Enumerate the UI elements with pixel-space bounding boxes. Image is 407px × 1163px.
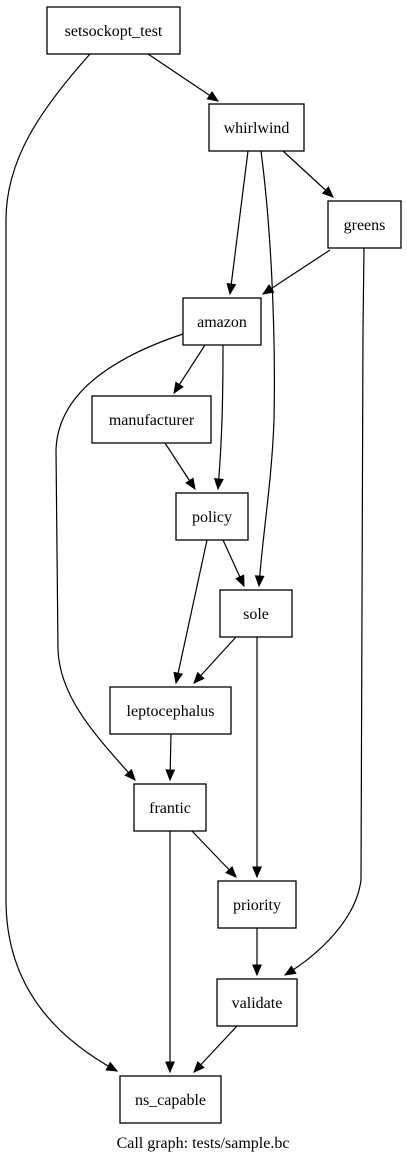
edge-amazon-to-manufacturer xyxy=(173,344,206,395)
node-box[interactable] xyxy=(91,395,212,444)
edge-line xyxy=(229,150,249,295)
edge-line xyxy=(147,53,219,102)
arrowhead xyxy=(213,478,224,491)
edge-whirlwind-to-greens xyxy=(282,150,334,198)
edge-line xyxy=(217,344,224,490)
node-label: sole xyxy=(243,606,269,623)
arrowhead xyxy=(165,769,176,782)
edge-manufacturer-to-policy xyxy=(164,442,196,491)
node-box[interactable] xyxy=(175,492,249,541)
edge-setsockopt_test-to-ns_capable xyxy=(5,53,119,1072)
arrowhead xyxy=(235,574,245,588)
edge-whirlwind-to-amazon xyxy=(226,150,249,296)
edge-sole-to-leptocephalus xyxy=(193,636,237,684)
arrowhead xyxy=(165,1061,175,1074)
node-box[interactable] xyxy=(182,297,262,346)
node-box[interactable] xyxy=(119,1075,222,1124)
node-sole[interactable]: sole xyxy=(219,589,293,638)
arrowhead xyxy=(283,965,297,976)
arrowhead xyxy=(226,282,237,296)
edge-line xyxy=(191,830,237,878)
edge-priority-to-validate xyxy=(252,928,262,977)
edge-line xyxy=(258,150,275,587)
edge-whirlwind-to-sole xyxy=(254,150,275,588)
node-box[interactable] xyxy=(217,880,297,929)
node-label: validate xyxy=(232,995,283,1012)
node-label: whirlwind xyxy=(224,120,290,137)
edge-line xyxy=(284,247,365,976)
edges-layer xyxy=(5,53,365,1074)
node-policy[interactable]: policy xyxy=(175,492,249,541)
arrowhead xyxy=(105,1061,119,1072)
edge-line xyxy=(175,539,208,684)
edge-amazon-to-policy xyxy=(213,344,224,491)
edge-frantic-to-ns_capable xyxy=(165,831,175,1074)
arrowhead xyxy=(193,671,205,684)
node-frantic[interactable]: frantic xyxy=(133,783,207,832)
edge-policy-to-leptocephalus xyxy=(173,539,208,685)
node-leptocephalus[interactable]: leptocephalus xyxy=(109,686,232,735)
node-label: frantic xyxy=(149,800,191,817)
edge-amazon-to-frantic xyxy=(55,333,184,781)
node-box[interactable] xyxy=(327,200,402,249)
node-label: amazon xyxy=(197,314,247,331)
edge-policy-to-sole xyxy=(222,539,245,588)
arrowhead xyxy=(173,381,184,395)
node-box[interactable] xyxy=(109,686,232,735)
node-ns_capable[interactable]: ns_capable xyxy=(119,1075,222,1124)
node-label: policy xyxy=(192,509,232,526)
node-label: leptocephalus xyxy=(127,703,215,720)
node-box[interactable] xyxy=(219,589,293,638)
node-whirlwind[interactable]: whirlwind xyxy=(208,103,305,152)
edge-validate-to-ns_capable xyxy=(193,1025,238,1073)
node-label: greens xyxy=(344,217,386,234)
node-box[interactable] xyxy=(46,6,181,55)
edge-greens-to-validate xyxy=(283,247,365,976)
edge-leptocephalus-to-frantic xyxy=(165,733,176,782)
arrowhead xyxy=(193,1060,205,1073)
arrowhead xyxy=(225,865,237,878)
graph-caption: Call graph: tests/sample.bc xyxy=(117,1135,290,1152)
node-priority[interactable]: priority xyxy=(217,880,297,929)
node-box[interactable] xyxy=(133,783,207,832)
arrowhead xyxy=(206,91,220,102)
arrowhead xyxy=(173,671,184,685)
edge-sole-to-priority xyxy=(252,637,262,879)
nodes-layer: setsockopt_test whirlwind greens amazon manu… xyxy=(46,6,402,1124)
arrowhead xyxy=(261,284,275,295)
node-validate[interactable]: validate xyxy=(216,978,298,1027)
node-label: priority xyxy=(233,897,281,914)
node-amazon[interactable]: amazon xyxy=(182,297,262,346)
edge-line xyxy=(262,249,331,295)
edge-greens-to-amazon xyxy=(261,249,331,295)
node-greens[interactable]: greens xyxy=(327,200,402,249)
arrowhead xyxy=(252,964,262,977)
edge-line xyxy=(5,53,118,1072)
arrowhead xyxy=(254,575,265,588)
node-label: manufacturer xyxy=(109,412,195,429)
edge-line xyxy=(282,150,334,198)
arrowhead xyxy=(124,768,136,781)
edge-setsockopt_test-to-whirlwind xyxy=(147,53,220,102)
node-manufacturer[interactable]: manufacturer xyxy=(91,395,212,444)
arrowhead xyxy=(185,477,196,491)
node-label: setsockopt_test xyxy=(65,23,163,40)
node-box[interactable] xyxy=(208,103,305,152)
arrowhead xyxy=(252,866,262,879)
node-setsockopt_test[interactable]: setsockopt_test xyxy=(46,6,181,55)
arrowhead xyxy=(321,186,334,198)
edge-frantic-to-priority xyxy=(191,830,237,878)
edge-line xyxy=(55,333,184,781)
node-label: ns_capable xyxy=(135,1092,206,1109)
node-box[interactable] xyxy=(216,978,298,1027)
